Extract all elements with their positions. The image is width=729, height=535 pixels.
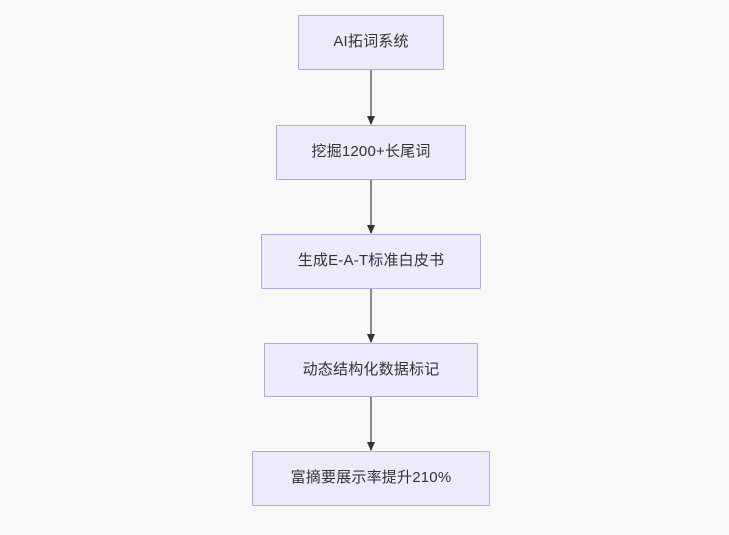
- flowchart-node-1[interactable]: AI拓词系统: [298, 15, 444, 70]
- node-label: 挖掘1200+长尾词: [311, 143, 431, 161]
- flowchart-node-4[interactable]: 动态结构化数据标记: [264, 343, 478, 397]
- node-label: 富摘要展示率提升210%: [290, 469, 452, 487]
- flowchart-node-3[interactable]: 生成E-A-T标准白皮书: [261, 234, 481, 289]
- node-label: AI拓词系统: [333, 33, 409, 51]
- flowchart-node-2[interactable]: 挖掘1200+长尾词: [276, 125, 466, 180]
- node-label: 生成E-A-T标准白皮书: [297, 252, 445, 270]
- node-label: 动态结构化数据标记: [302, 360, 440, 378]
- flowchart-node-5[interactable]: 富摘要展示率提升210%: [252, 451, 490, 506]
